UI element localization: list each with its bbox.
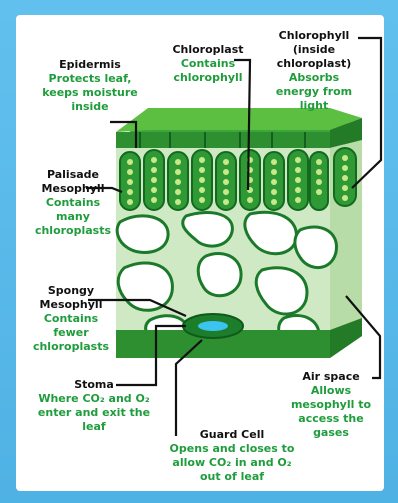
label-palisade-mesophyll: Palisade Mesophyll Contains many chlorop… — [28, 168, 118, 238]
chlorophyll-desc: Absorbs energy from light — [266, 71, 362, 113]
guard-cell-title: Guard Cell — [168, 428, 296, 442]
palisade-title: Palisade Mesophyll — [28, 168, 118, 196]
stoma-opening — [183, 314, 243, 338]
spongy-title: Spongy Mesophyll — [26, 284, 116, 312]
palisade-desc: Contains many chloroplasts — [28, 196, 118, 238]
chlorophyll-title: Chlorophyll (inside chloroplast) — [266, 29, 362, 71]
epidermis-title: Epidermis — [30, 58, 150, 72]
label-spongy-mesophyll: Spongy Mesophyll Contains fewer chloropl… — [26, 284, 116, 354]
label-chlorophyll: Chlorophyll (inside chloroplast) Absorbs… — [266, 29, 362, 113]
spongy-desc: Contains fewer chloroplasts — [26, 312, 116, 354]
stoma-title: Stoma — [34, 378, 154, 392]
label-stoma: Stoma Where CO₂ and O₂ enter and exit th… — [34, 378, 154, 434]
label-guard-cell: Guard Cell Opens and closes to allow CO₂… — [168, 428, 296, 484]
label-air-space: Air space Allows mesophyll to access the… — [288, 370, 374, 440]
chloroplast-desc: Contains chlorophyll — [168, 57, 248, 85]
air-space-title: Air space — [288, 370, 374, 384]
stoma-desc: Where CO₂ and O₂ enter and exit the leaf — [34, 392, 154, 434]
label-chloroplast: Chloroplast Contains chlorophyll — [168, 43, 248, 85]
guard-cell-desc: Opens and closes to allow CO₂ in and O₂ … — [168, 442, 296, 484]
label-epidermis: Epidermis Protects leaf, keeps moisture … — [30, 58, 150, 114]
chloroplast-title: Chloroplast — [168, 43, 248, 57]
air-space-desc: Allows mesophyll to access the gases — [288, 384, 374, 440]
epidermis-desc: Protects leaf, keeps moisture inside — [30, 72, 150, 114]
